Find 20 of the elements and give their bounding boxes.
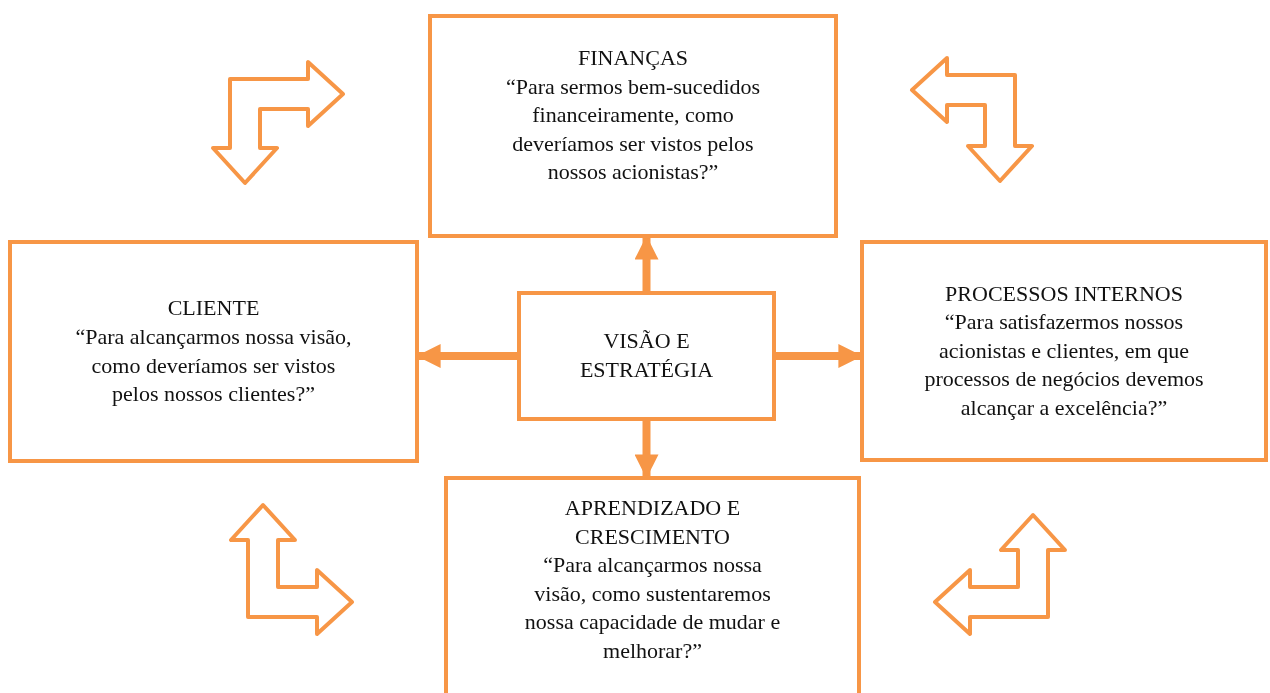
perspective-box	[428, 14, 838, 238]
perspective-box	[517, 291, 776, 421]
arrow	[416, 344, 517, 368]
block-arrow	[211, 60, 345, 185]
perspective-title: FINANÇAS	[578, 44, 688, 72]
guiding-question: “Para alcançarmos nossa visão, como deveríamos ser vistos pelos nossos clientes?”	[74, 322, 353, 409]
block-arrow	[229, 503, 354, 636]
center-label: VISÃO E ESTRATÉGIA	[578, 327, 715, 384]
block-arrow	[933, 513, 1067, 636]
block-arrow	[910, 56, 1034, 183]
perspective-box	[8, 240, 419, 463]
perspective-title: CLIENTE	[167, 294, 260, 323]
perspective-box	[860, 240, 1268, 462]
guiding-question: “Para sermos bem-sucedidos financeiramente, como deveríamos ser vistos pelos nossos acionistas?”	[504, 72, 762, 187]
perspective-box	[444, 476, 861, 693]
arrow	[634, 421, 659, 479]
guiding-question: “Para alcançarmos nossa visão, como sustentaremos nossa capacidade de mudar e melhorar?”	[523, 551, 782, 665]
perspective-title: APRENDIZADO E CRESCIMENTO	[563, 494, 742, 551]
perspective-title: PROCESSOS INTERNOS	[945, 279, 1183, 308]
guiding-question: “Para satisfazermos nossos acionistas e clientes, em que processos de negócios devemos alcançar a excelência?”	[923, 308, 1205, 422]
